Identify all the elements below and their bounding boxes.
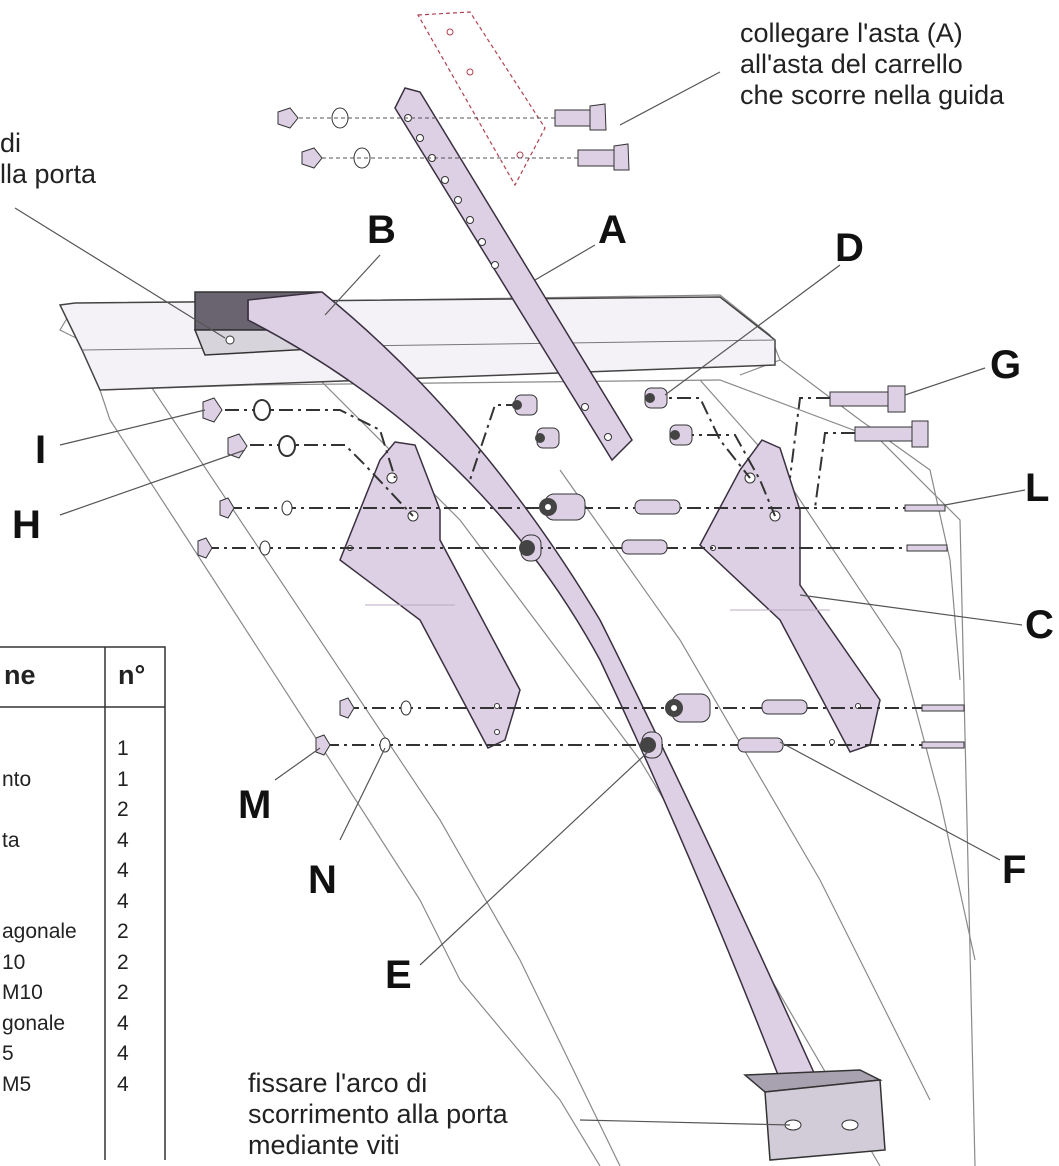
label-D: D (835, 226, 864, 270)
note-top-right: collegare l'asta (A) all'asta del carrel… (740, 18, 1004, 111)
table-cell-description: M10 (2, 981, 43, 1004)
rod-A (394, 87, 633, 462)
label-L: L (1025, 466, 1050, 510)
label-N: N (308, 858, 337, 902)
table-cell-description: nto (2, 767, 32, 791)
bottom-bracket (743, 1069, 886, 1161)
label-F: F (1002, 848, 1027, 892)
table-header-quantity: n° (118, 660, 146, 690)
label-M: M (238, 783, 272, 827)
note-line: di (0, 128, 22, 158)
spacers (512, 387, 808, 759)
note-line: mediante viti (248, 1130, 400, 1160)
note-line: fissare l'arco di (248, 1068, 428, 1098)
note-line: scorrimento alla porta (248, 1099, 508, 1129)
label-H: H (12, 503, 41, 547)
table-cell-description: M5 (2, 1072, 32, 1096)
table-cell-quantity: 4 (117, 1042, 129, 1065)
label-G: G (990, 343, 1022, 387)
table-cell-quantity: 1 (117, 737, 129, 760)
table-cell-quantity: 2 (117, 981, 129, 1004)
screws-L (904, 504, 965, 749)
label-E: E (385, 953, 412, 997)
fastener-axes (205, 397, 965, 746)
label-B: B (367, 208, 396, 252)
label-A: A (598, 208, 627, 252)
table-cell-quantity: 4 (117, 859, 129, 882)
table-cell-description: ta (2, 828, 20, 852)
table-cell-quantity: 4 (117, 1072, 129, 1096)
table-cell-description: gonale (2, 1011, 66, 1035)
table-cell-quantity: 2 (117, 920, 129, 943)
table-cell-description: 10 (2, 950, 26, 974)
bolts-G (829, 385, 929, 448)
note-bottom: fissare l'arco di scorrimento alla porta… (248, 1068, 508, 1161)
label-I: I (35, 428, 47, 472)
label-C: C (1025, 603, 1054, 647)
note-top-left: di lla porta (0, 128, 96, 190)
left-nuts-washers (197, 397, 412, 756)
note-line: che scorre nella guida (740, 80, 1005, 110)
note-line: collegare l'asta (A) (740, 18, 963, 48)
table-cell-description: 5 (2, 1042, 14, 1065)
left-plate (339, 441, 521, 749)
table-cell-quantity: 4 (117, 889, 129, 913)
note-line: all'asta del carrello (740, 49, 963, 79)
top-fasteners (277, 103, 630, 171)
table-cell-quantity: 4 (117, 828, 129, 852)
parts-table-frame (0, 646, 166, 1160)
top-rail (58, 296, 776, 391)
table-header-description: ne (4, 660, 36, 690)
table-cell-description: agonale (2, 920, 77, 943)
leader-lines (14, 71, 1026, 1126)
note-line: lla porta (0, 159, 97, 189)
table-cell-quantity: 4 (117, 1011, 129, 1035)
table-cell-quantity: 2 (117, 950, 129, 974)
table-cell-quantity: 1 (117, 767, 129, 791)
table-cell-quantity: 2 (117, 798, 129, 821)
